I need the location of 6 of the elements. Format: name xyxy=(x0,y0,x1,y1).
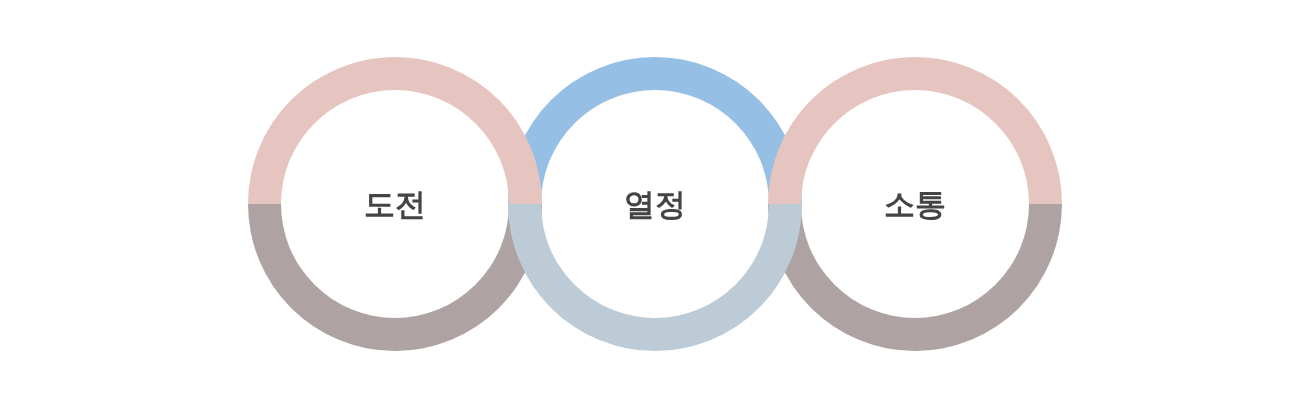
ring xyxy=(248,57,542,351)
ring-label: 도전 xyxy=(364,188,426,220)
ring-label: 소통 xyxy=(884,188,946,220)
ring-label: 열정 xyxy=(624,188,686,220)
ring xyxy=(508,57,802,351)
ring xyxy=(768,57,1062,351)
